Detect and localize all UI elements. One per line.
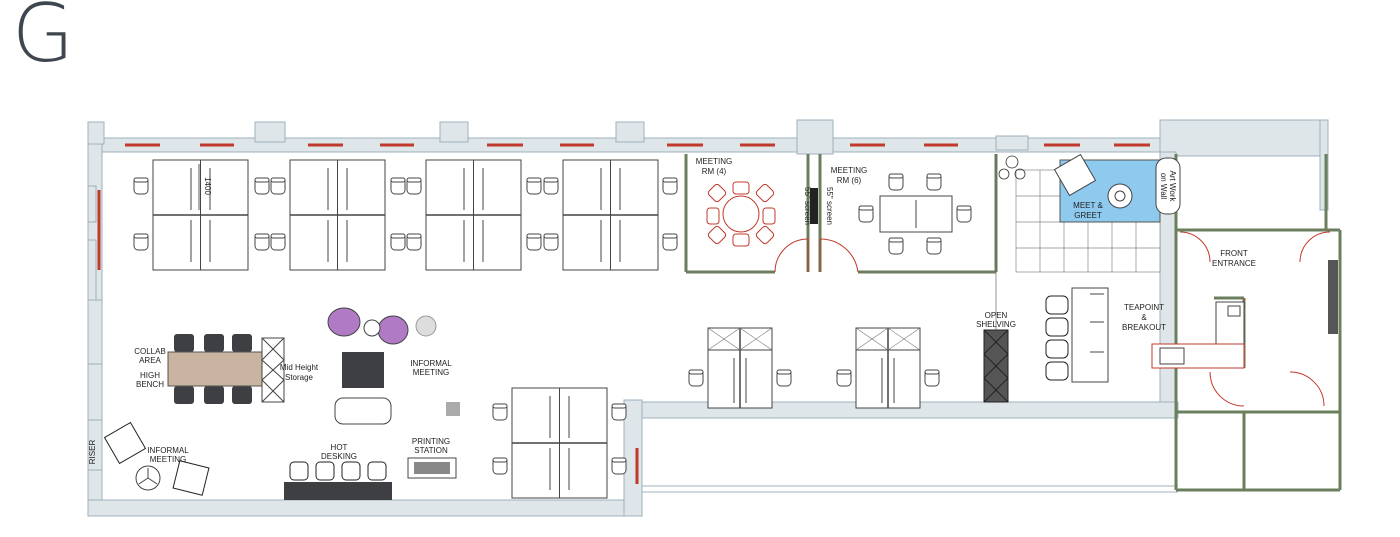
collab-label-line2: AREA: [139, 356, 161, 365]
mid-height-storage: Mid Height Storage: [261, 337, 319, 403]
teapoint-label-line3: BREAKOUT: [1122, 323, 1166, 332]
front-entrance-label-line1: FRONT: [1220, 249, 1248, 258]
art-work-label-line2: on Wall: [1159, 173, 1168, 200]
screen-unit: [810, 188, 818, 224]
collab-area: COLLAB AREA HIGH BENCH: [134, 334, 263, 404]
informal-meeting-left: INFORMAL MEETING: [103, 421, 210, 496]
open-shelving: OPEN SHELVING: [976, 154, 1016, 403]
art-work-label-line1: Art Work: [1168, 171, 1177, 203]
meet-greet-label-line1: MEET &: [1073, 201, 1103, 210]
mid-storage-label-line2: Storage: [285, 373, 314, 382]
informal-meeting-center-label-line2: MEETING: [413, 368, 449, 377]
screen-label-right: 55" screen: [825, 187, 834, 225]
meeting-room-4: MEETING RM (4): [696, 157, 776, 247]
wall-column: [1328, 260, 1338, 334]
teapoint-label-line2: &: [1141, 313, 1147, 322]
open-shelving-label-line1: OPEN: [985, 311, 1008, 320]
riser-label: RISER: [88, 440, 97, 465]
doors: [774, 231, 1331, 407]
corridor-wall: [641, 401, 1179, 493]
printing-station: PRINTING STATION: [407, 437, 457, 479]
hot-desking: HOT DESKING: [284, 443, 392, 500]
printing-label-line2: STATION: [414, 446, 448, 455]
teapoint-label-line1: TEAPOINT: [1124, 303, 1164, 312]
screen-label-left: 55" screen: [803, 187, 812, 225]
open-shelving-label-line2: SHELVING: [976, 320, 1016, 329]
printing-label-line1: PRINTING: [412, 437, 450, 446]
meeting-rm6-label-line1: MEETING: [831, 166, 867, 175]
collab-label-line1: COLLAB: [134, 347, 166, 356]
front-entrance-label-line2: ENTRANCE: [1212, 259, 1256, 268]
hot-desking-label-line2: DESKING: [321, 452, 357, 461]
meet-and-greet: MEET & GREET Art Work on Wall: [998, 153, 1181, 273]
informal-meeting-left-label-line1: INFORMAL: [147, 446, 189, 455]
dimension-1400: 1400: [203, 177, 212, 195]
meeting-rm4-label-line2: RM (4): [702, 167, 727, 176]
meeting-rm4-label-line1: MEETING: [696, 157, 732, 166]
informal-meeting-left-label-line2: MEETING: [150, 455, 186, 464]
informal-meeting-center: INFORMAL MEETING: [327, 307, 460, 425]
meeting-room-6: MEETING RM (6): [831, 166, 972, 255]
plant-icon: [998, 155, 1026, 180]
sheet-letter: G: [12, 0, 74, 80]
hot-desking-label-line1: HOT: [331, 443, 348, 452]
high-bench-label-line1: HIGH: [140, 371, 160, 380]
informal-meeting-center-label-line1: INFORMAL: [410, 359, 452, 368]
high-bench-label-line2: BENCH: [136, 380, 164, 389]
meet-greet-label-line2: GREET: [1074, 211, 1102, 220]
meeting-pods: [688, 327, 940, 409]
teapoint: TEAPOINT & BREAKOUT: [1045, 287, 1245, 383]
mid-storage-label-line1: Mid Height: [280, 363, 319, 372]
meeting-rm6-label-line2: RM (6): [837, 176, 862, 185]
